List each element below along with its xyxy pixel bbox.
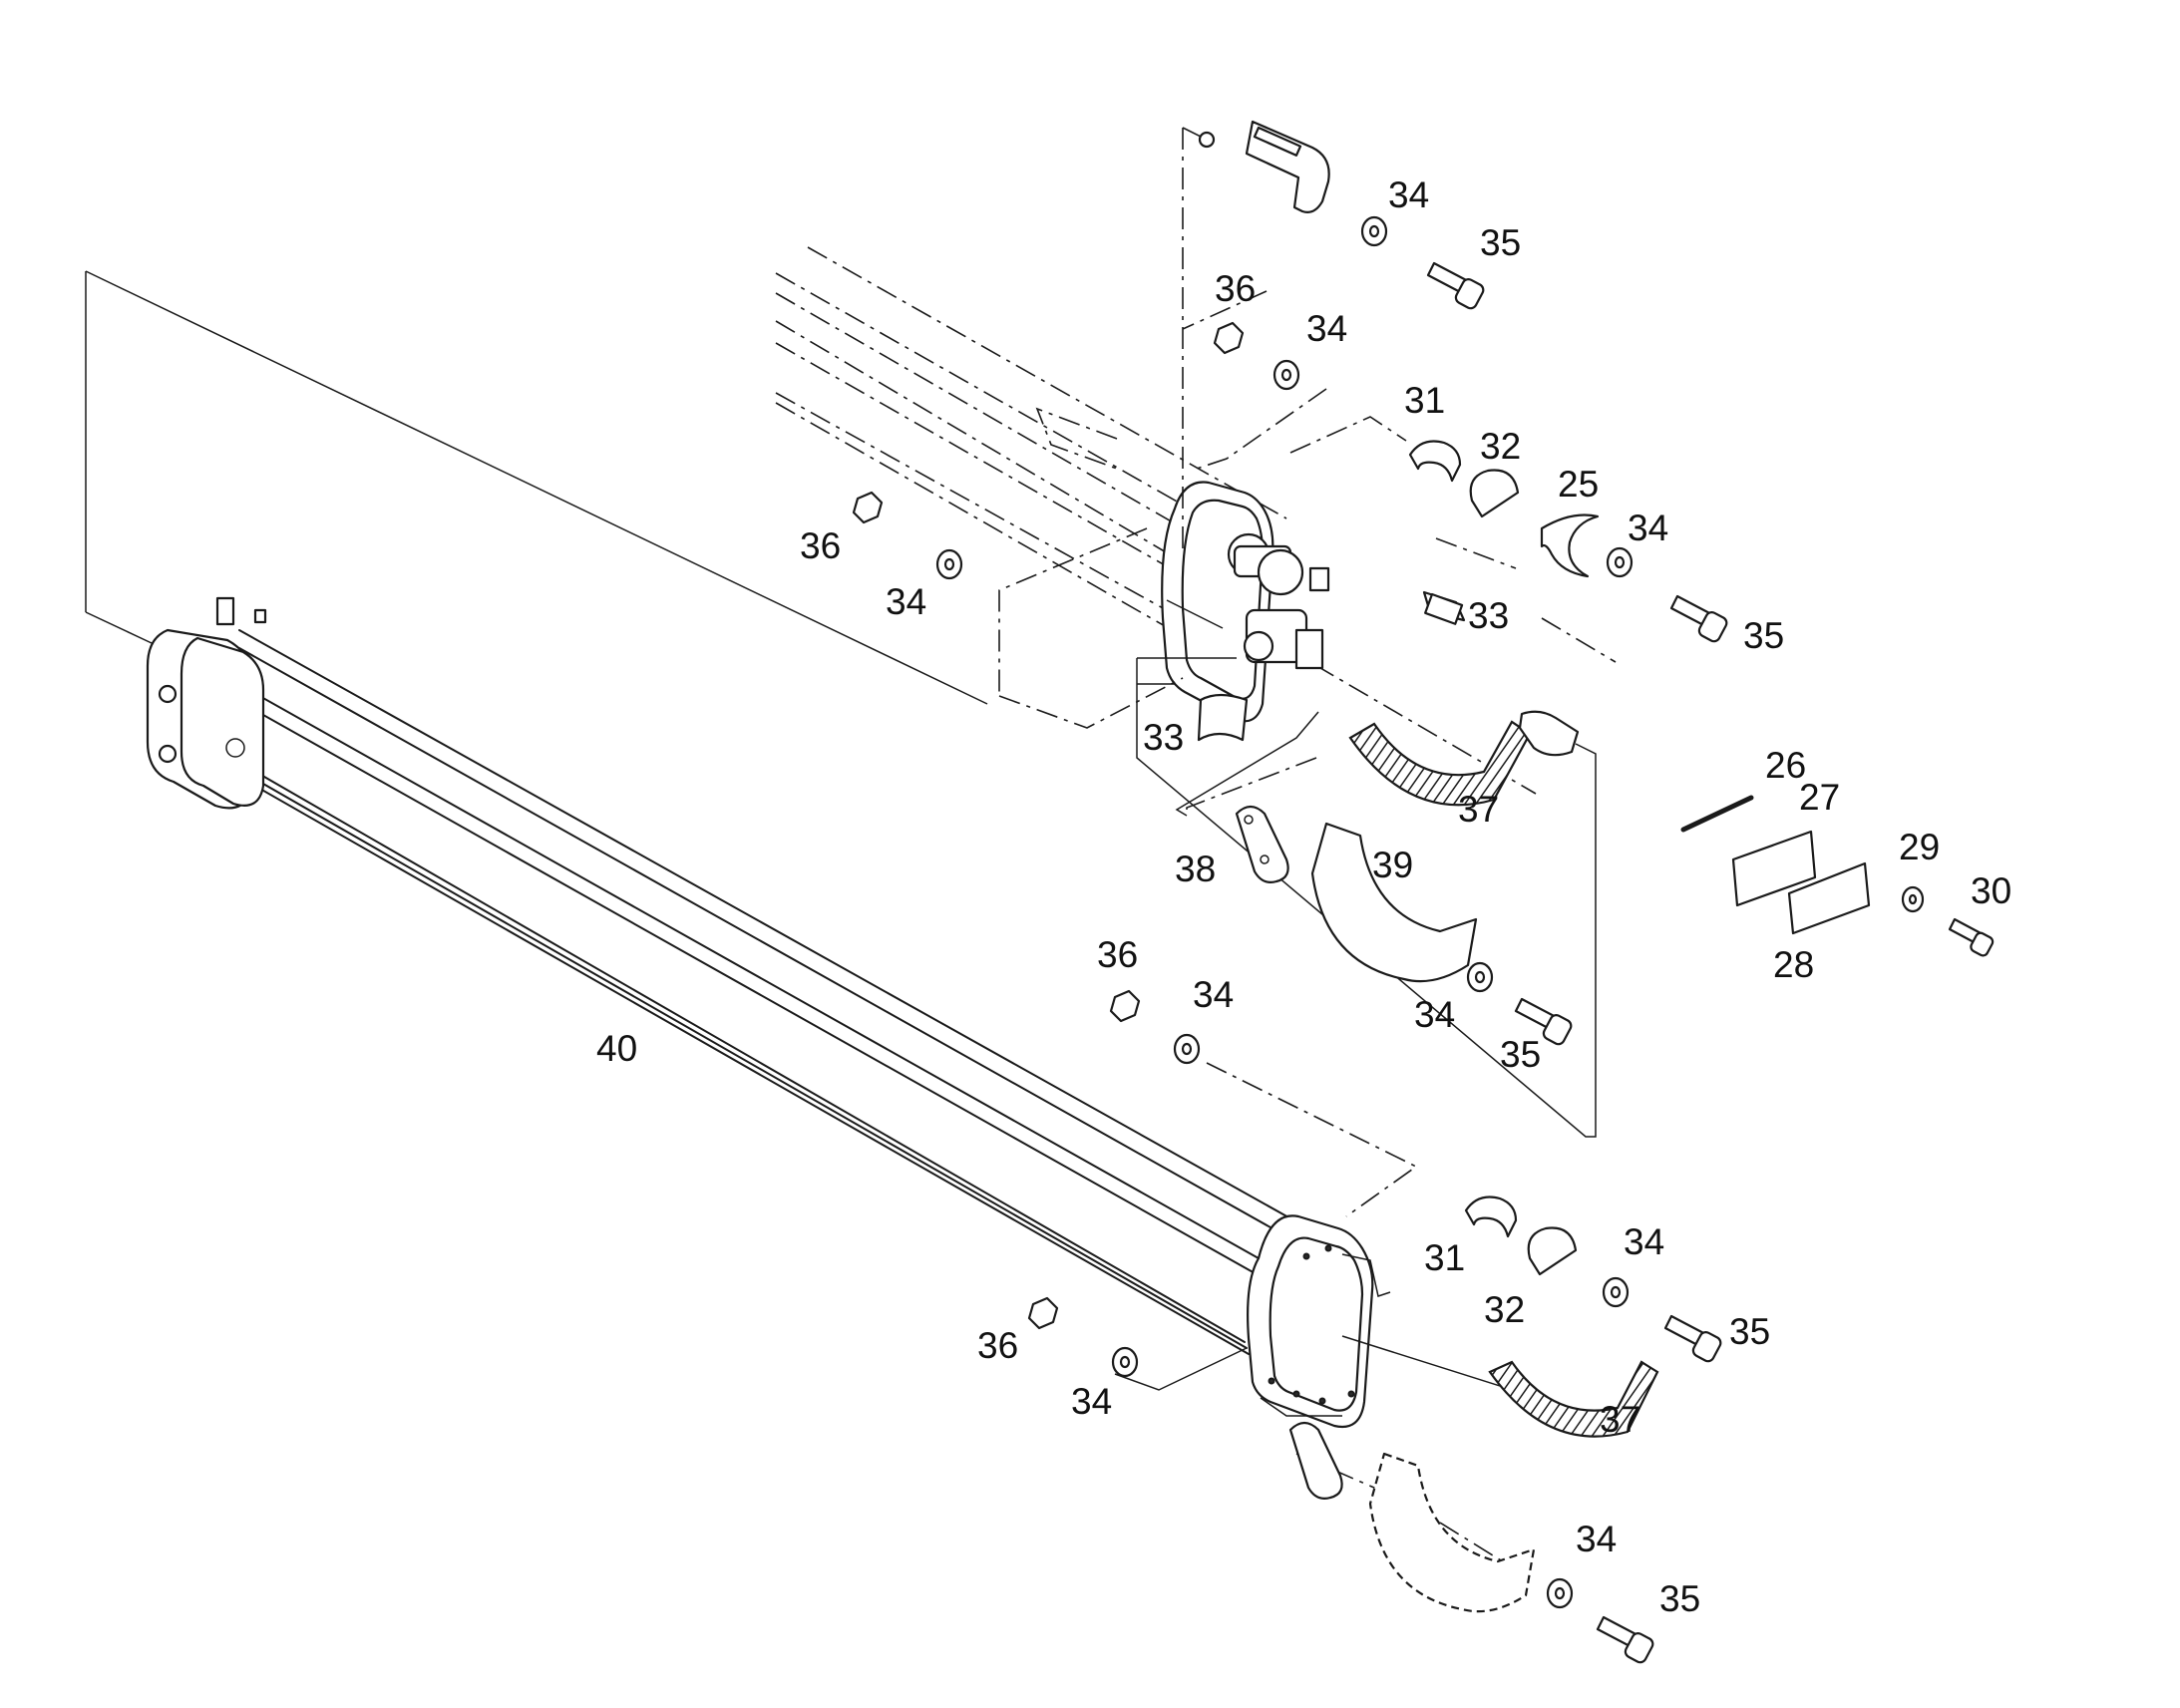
callout-26: 26	[1765, 745, 1806, 786]
callout-34-b: 34	[1306, 308, 1347, 349]
callout-28: 28	[1773, 944, 1814, 985]
callout-33-a: 33	[1468, 595, 1509, 636]
plate-38-lower	[1288, 1421, 1343, 1500]
plate-27	[1731, 830, 1817, 907]
callout-40: 40	[596, 1028, 637, 1069]
callout-35-e: 35	[1659, 1578, 1700, 1619]
callout-32-b: 32	[1484, 1289, 1525, 1330]
small-parts	[852, 120, 1995, 1664]
callout-labels: 34 35 36 34 31 32 25 34 36 34 33 35 33 3…	[596, 174, 2011, 1619]
callout-38-a: 38	[1175, 849, 1216, 889]
callout-29: 29	[1899, 827, 1940, 867]
plate-38-upper	[1235, 805, 1289, 883]
callout-34-a: 34	[1388, 174, 1429, 215]
guard-39-upper	[1310, 822, 1478, 983]
callout-36-d: 36	[977, 1325, 1018, 1366]
washers	[935, 215, 1925, 1609]
callout-35-b: 35	[1743, 615, 1784, 656]
callout-31-b: 31	[1424, 1237, 1465, 1278]
callout-36-c: 36	[1097, 934, 1138, 975]
block-33-lower	[1197, 693, 1249, 742]
callout-37-a: 37	[1458, 789, 1499, 830]
callout-27: 27	[1799, 777, 1840, 818]
clip-31-upper	[1408, 440, 1462, 483]
cap-32-lower	[1527, 1226, 1578, 1276]
callout-37-b: 37	[1600, 1399, 1640, 1440]
callout-34-e: 34	[1193, 974, 1234, 1015]
callout-34-h: 34	[1071, 1381, 1112, 1422]
connector	[1518, 710, 1580, 757]
motor-housing-assembly	[775, 246, 1537, 795]
callout-32-a: 32	[1480, 426, 1521, 467]
hex-nuts	[852, 321, 1245, 1330]
rail-assembly-40	[85, 270, 1374, 1429]
band-37-upper	[1348, 720, 1532, 807]
cap-32-upper	[1469, 469, 1520, 518]
callout-30: 30	[1971, 870, 2011, 911]
guard-39-lower	[1368, 1452, 1536, 1613]
callout-31-a: 31	[1404, 380, 1445, 421]
top-bracket	[1245, 120, 1330, 213]
callout-34-c: 34	[1628, 508, 1668, 548]
callout-25: 25	[1558, 464, 1599, 505]
callout-35-a: 35	[1480, 222, 1521, 263]
callout-34-i: 34	[1576, 1519, 1617, 1559]
callout-36-a: 36	[1215, 268, 1256, 309]
callout-35-c: 35	[1500, 1034, 1541, 1075]
callout-36-b: 36	[800, 525, 841, 566]
nut-small	[1198, 131, 1216, 149]
callout-35-d: 35	[1729, 1311, 1770, 1352]
callout-34-g: 34	[1624, 1221, 1664, 1262]
plate-28	[1787, 861, 1871, 935]
callout-34-f: 34	[1414, 994, 1455, 1035]
clip-31-lower	[1464, 1196, 1518, 1238]
band-37-lower	[1488, 1360, 1659, 1438]
pin-26	[1680, 795, 1754, 833]
callout-34-d: 34	[886, 581, 926, 622]
bolts	[1426, 261, 1995, 1664]
callout-33-b: 33	[1143, 717, 1184, 758]
callout-39: 39	[1372, 845, 1413, 885]
cam-25	[1540, 513, 1600, 578]
